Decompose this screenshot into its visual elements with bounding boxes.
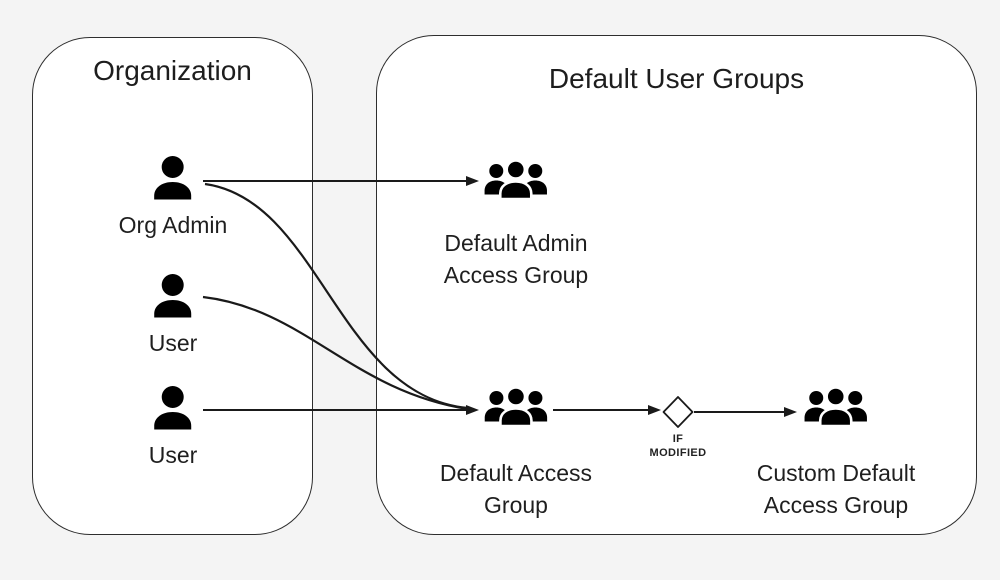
- node-label: Custom Default Access Group: [757, 457, 916, 521]
- node-default-admin-access-group: Default Admin Access Group: [444, 160, 588, 291]
- group-icon: [804, 387, 868, 428]
- node-user-2: User: [148, 386, 198, 469]
- default-user-groups-box: Default User Groups: [376, 35, 977, 535]
- if-modified-label-line: MODIFIED: [649, 446, 707, 459]
- node-label-line: Access Group: [443, 262, 589, 288]
- node-label: User: [148, 442, 198, 468]
- node-custom-default-access-group: Custom Default Access Group: [757, 387, 916, 521]
- node-label: Org Admin: [118, 212, 228, 238]
- node-label-line: Group: [484, 492, 548, 518]
- default-user-groups-title: Default User Groups: [548, 63, 805, 94]
- person-icon: [154, 156, 192, 200]
- person-icon: [154, 274, 192, 318]
- node-default-access-group: Default Access Group: [440, 387, 592, 521]
- group-icon: [484, 387, 548, 428]
- node-label: Default Admin Access Group: [444, 227, 588, 291]
- node-label-line: Access Group: [763, 492, 909, 518]
- person-icon: [154, 386, 192, 430]
- node-label-line: Default Access: [439, 460, 593, 486]
- organization-title: Organization: [93, 55, 252, 86]
- if-modified-label-line: IF: [672, 433, 684, 445]
- node-label-line: Custom Default: [756, 460, 916, 486]
- if-modified-label: IF MODIFIED: [650, 433, 707, 460]
- group-icon: [484, 160, 548, 201]
- node-org-admin: Org Admin: [118, 156, 228, 239]
- node-label: User: [148, 330, 198, 356]
- node-label: Default Access Group: [440, 457, 592, 521]
- node-label-line: Default Admin: [444, 230, 588, 256]
- node-user-1: User: [148, 274, 198, 357]
